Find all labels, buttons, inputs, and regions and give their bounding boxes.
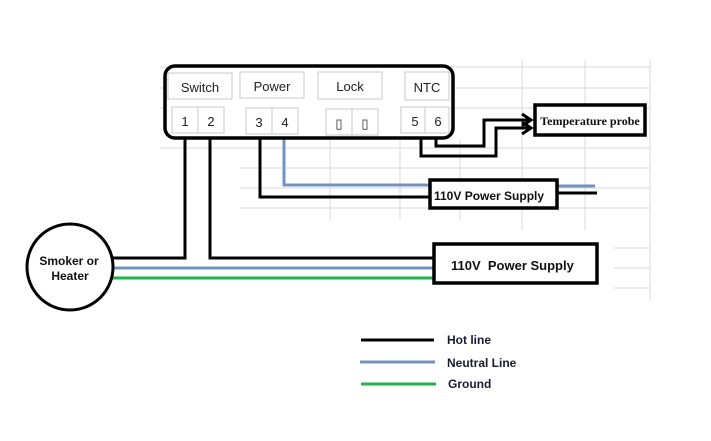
load-power-supply: 110V Power Supply bbox=[432, 242, 599, 285]
load-label-line2: Heater bbox=[51, 269, 89, 283]
power-label: Power bbox=[254, 79, 292, 94]
lock-terminal-a-label: ▯ bbox=[335, 116, 342, 131]
terminal-1-label: 1 bbox=[181, 114, 188, 129]
terminal-3-cell bbox=[245, 107, 273, 135]
terminal-5-label: 5 bbox=[411, 114, 418, 129]
lock-label: Lock bbox=[336, 79, 364, 94]
load-circle bbox=[25, 222, 115, 312]
hot-wire-switch2-to-supply bbox=[208, 136, 434, 260]
terminal-4-label: 4 bbox=[281, 115, 288, 130]
hot-wire-power3-to-supply bbox=[258, 136, 430, 199]
load-power-supply-label: 110V Power Supply bbox=[451, 258, 575, 273]
terminal-3-label: 3 bbox=[255, 115, 262, 130]
temperature-probe: Temperature probe bbox=[533, 103, 647, 137]
switch-label: Switch bbox=[181, 80, 219, 95]
terminal-6-label: 6 bbox=[434, 114, 441, 129]
load-power-supply-box bbox=[432, 242, 599, 285]
legend-label-neutral: Neutral Line bbox=[447, 356, 517, 370]
neutral-wire-power4-to-supply bbox=[282, 136, 430, 187]
temperature-probe-label: Temperature probe bbox=[540, 114, 640, 128]
ntc-wire-5 bbox=[419, 126, 530, 158]
terminal-2-cell bbox=[197, 106, 225, 134]
group-label-cell bbox=[167, 72, 233, 100]
ntc-label: NTC bbox=[414, 80, 441, 95]
controller-power-supply-label: 110V Power Supply bbox=[434, 189, 544, 203]
terminal-6-cell bbox=[424, 106, 450, 134]
lock-terminal-b-cell bbox=[351, 108, 379, 136]
terminal-1-cell bbox=[171, 106, 199, 134]
load-label-line1: Smoker or bbox=[39, 254, 99, 268]
controller-power-supply: 110V Power Supply bbox=[428, 178, 559, 210]
controller-power-supply-box bbox=[428, 178, 559, 210]
lock-terminal-a-cell bbox=[325, 108, 353, 136]
group-label-cell bbox=[317, 71, 383, 100]
smoker-or-heater: Smoker or Heater bbox=[25, 222, 115, 312]
legend-label-ground: Ground bbox=[448, 377, 491, 391]
ntc-wire-6 bbox=[434, 118, 530, 148]
hot-wire-switch1-to-load bbox=[112, 136, 187, 260]
legend: Hot line Neutral Line Ground bbox=[360, 333, 517, 391]
group-label-cell bbox=[404, 71, 450, 101]
temperature-probe-box bbox=[533, 103, 647, 137]
controller: Switch Power Lock NTC 1 2 3 4 ▯ ▯ 5 6 bbox=[163, 64, 455, 140]
terminal-2-label: 2 bbox=[207, 114, 214, 129]
wires bbox=[112, 112, 597, 280]
group-label-cell bbox=[239, 71, 305, 99]
arrowhead-2-icon bbox=[521, 120, 534, 136]
lock-terminal-b-label: ▯ bbox=[361, 116, 368, 131]
legend-label-hot: Hot line bbox=[447, 333, 491, 347]
terminal-4-cell bbox=[271, 107, 299, 135]
